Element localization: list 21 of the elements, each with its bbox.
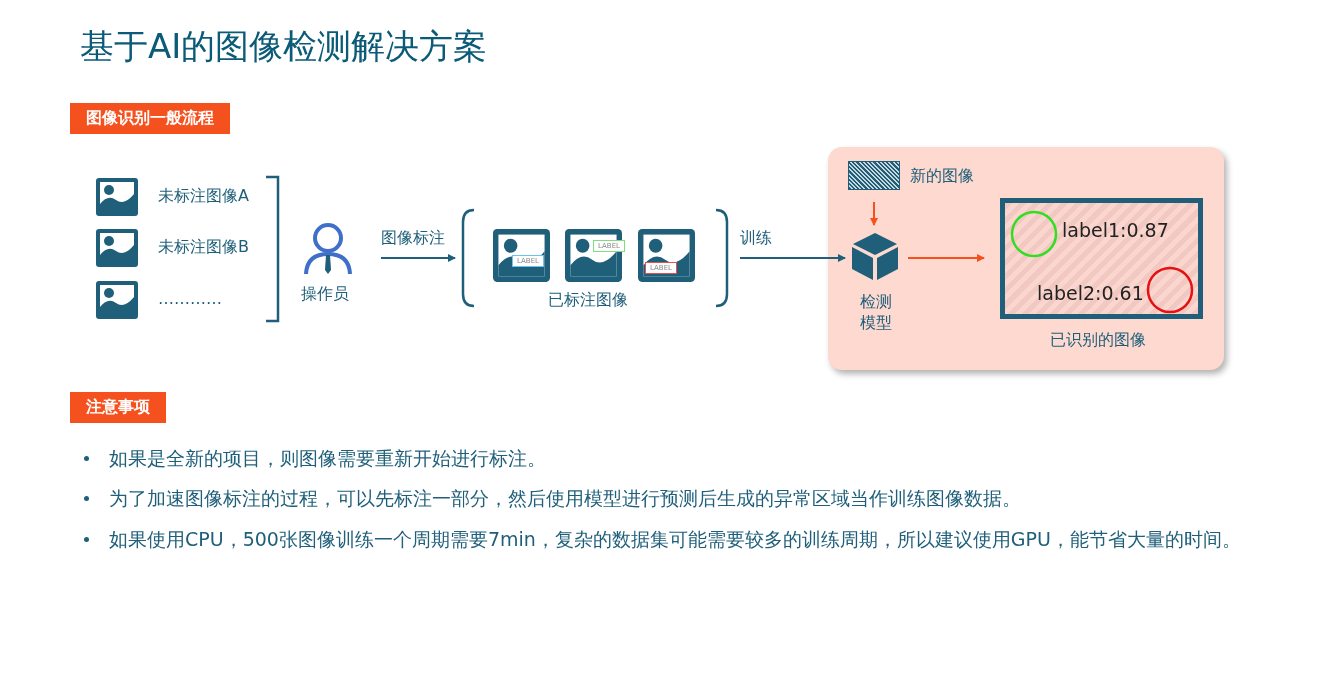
score-label: label1:0.87 xyxy=(1062,219,1169,241)
image-caption: 已识别的图像 xyxy=(1050,330,1146,351)
arrow xyxy=(739,254,846,262)
image-name: 未标注图像A xyxy=(158,186,249,207)
section-tag: 图像识别一般流程 xyxy=(70,103,230,134)
section-tag: 注意事项 xyxy=(70,392,166,423)
model-label: 检测模型 xyxy=(860,291,893,333)
arrow xyxy=(907,254,985,262)
image-name: 新的图像 xyxy=(910,166,974,187)
arrow xyxy=(870,201,878,226)
bullet-text: 如果是全新的项目，则图像需要重新开始进行标注。 xyxy=(109,446,547,471)
edge-label: 图像标注 xyxy=(379,228,447,249)
image-name: 未标注图像B xyxy=(158,237,249,258)
slide-title: 基于AI的图像检测解决方案 xyxy=(80,25,488,68)
bullet-text: 为了加速图像标注的过程，可以先标注一部分，然后使用模型进行预测后生成的异常区域当作训练图像数据。 xyxy=(109,486,1022,511)
score-label: label2:0.61 xyxy=(1037,282,1144,304)
role-label: 操作员 xyxy=(301,284,349,305)
bullet-text: 如果使用CPU，500张图像训练一个周期需要7min，复杂的数据集可能需要较多的训练周期，所以建议使用GPU，能节省大量的时间。 xyxy=(109,527,1242,552)
image-name: ………… xyxy=(158,289,222,308)
group-caption: 已标注图像 xyxy=(548,290,628,311)
arrow xyxy=(380,254,456,262)
